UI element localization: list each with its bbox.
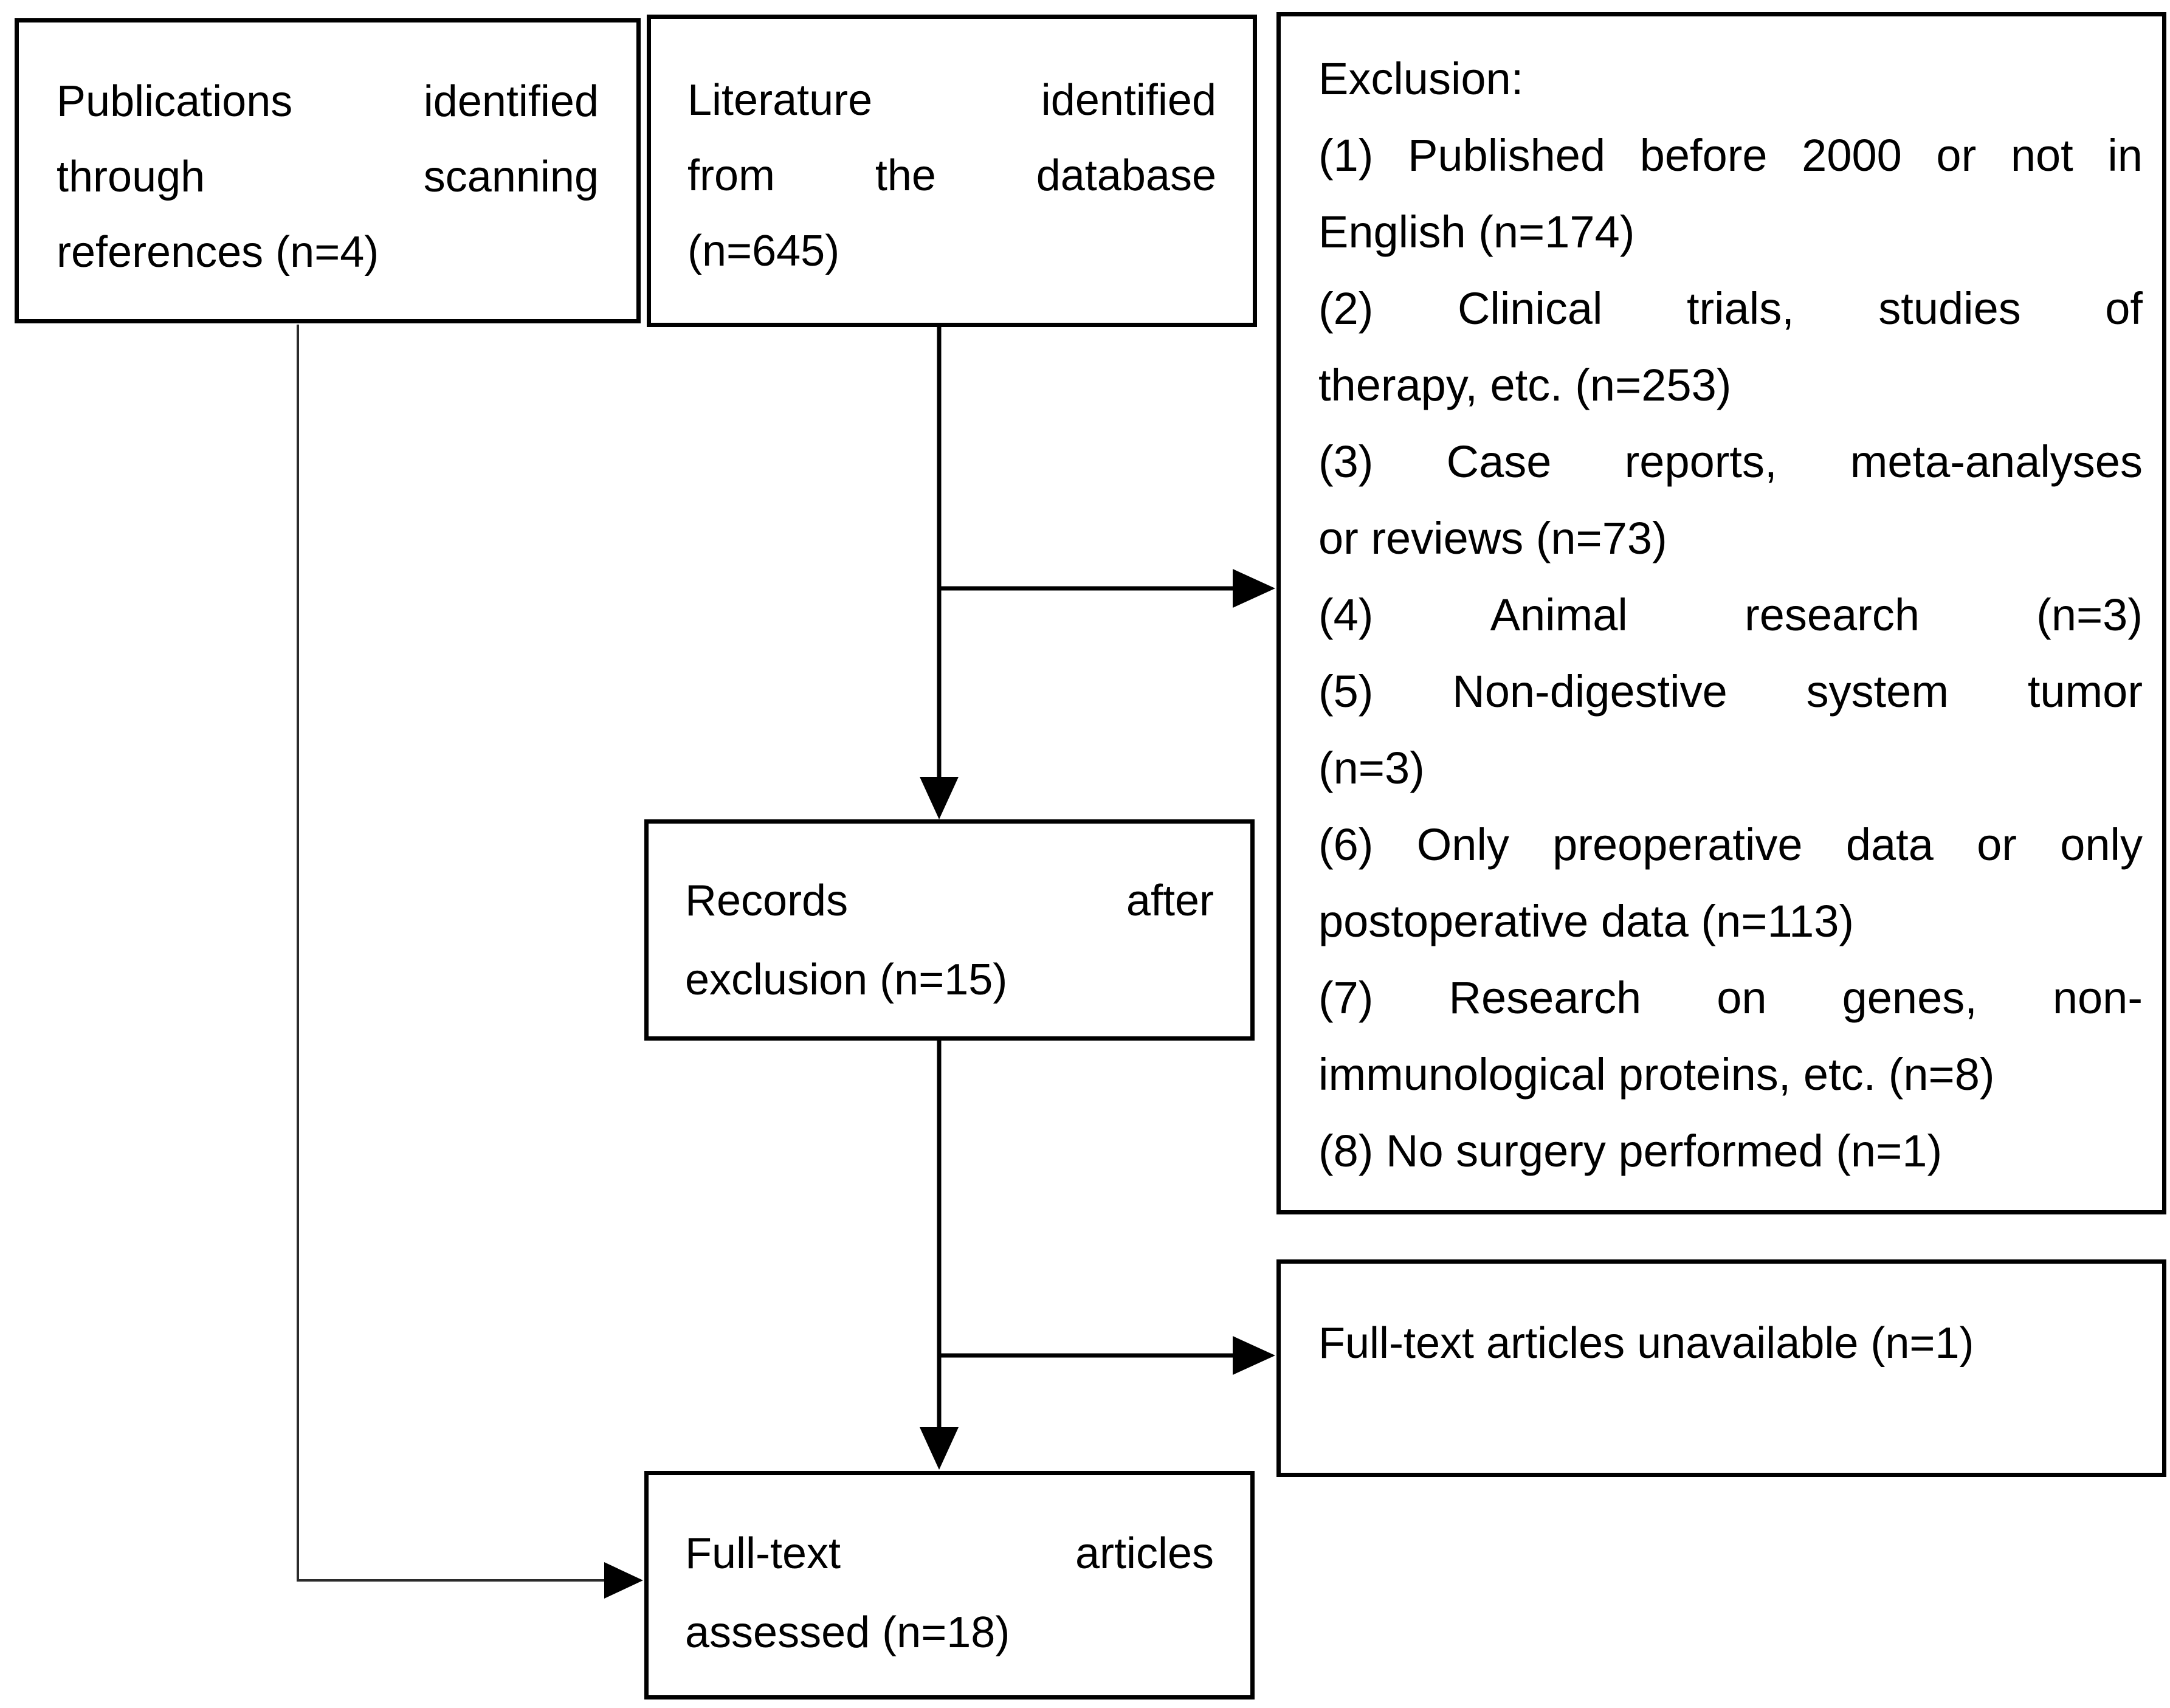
text-line: assessed (n=18) (685, 1608, 1010, 1657)
arrow-literature-to-records (920, 326, 959, 819)
text-line: Full-text articles unavailable (n=1) (1318, 1319, 1974, 1368)
text-line: therapy, etc. (n=253) (1318, 360, 1732, 410)
text-line: (n=3) (1318, 743, 1425, 793)
arrow-records-to-assessed (920, 1039, 959, 1470)
text-line: postoperative data (n=113) (1318, 896, 1855, 946)
box-fulltext-unavailable: Full-text articles unavailable (n=1) (1276, 1259, 2166, 1477)
text-line: or reviews (n=73) (1318, 513, 1667, 563)
arrow-references-to-assessed (297, 325, 643, 1599)
text-line: (8) No surgery performed (n=1) (1318, 1126, 1943, 1176)
text-line: references (n=4) (57, 228, 379, 277)
text-line: immunological proteins, etc. (n=8) (1318, 1049, 1995, 1100)
text-line: English (n=174) (1318, 207, 1635, 257)
text-line: Exclusion: (1318, 53, 1524, 104)
arrow-to-unavailable (937, 1336, 1275, 1375)
arrow-to-exclusion (937, 569, 1275, 608)
text-line: (n=645) (687, 227, 840, 275)
text-line: exclusion (n=15) (685, 956, 1008, 1004)
